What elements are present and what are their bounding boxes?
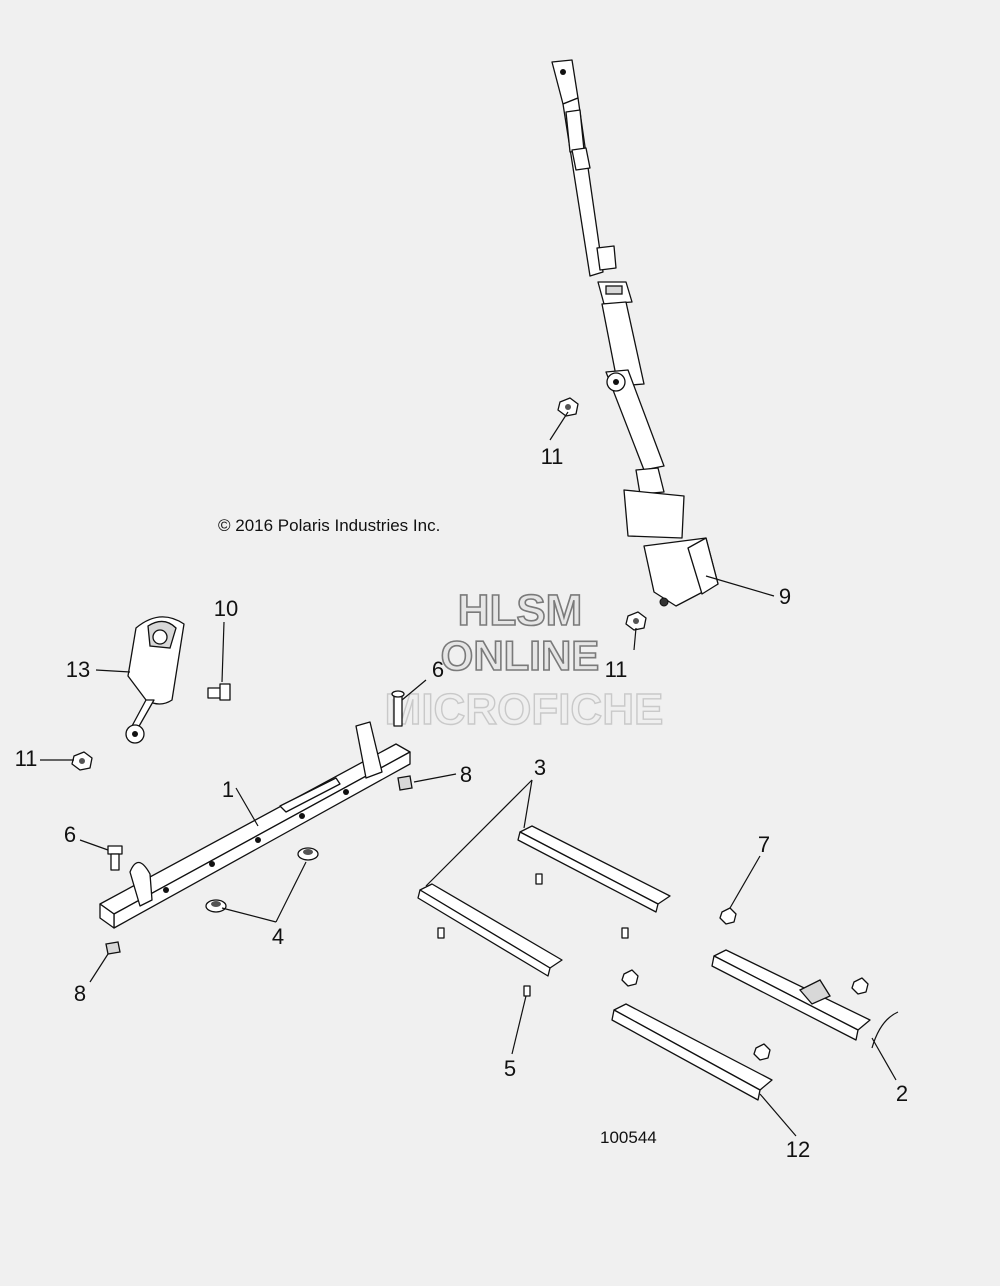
callout-3: 3	[534, 755, 546, 780]
seat-slide-part-12	[611, 1003, 773, 1101]
bolt-part-6-left	[107, 845, 123, 871]
callout-11-upper: 11	[541, 444, 564, 469]
nut-part-11-upper	[557, 397, 579, 417]
clip-part-8-upper	[397, 775, 413, 791]
seat-track-part-3-lower	[417, 883, 563, 977]
callout-9: 9	[779, 584, 791, 609]
callout-10: 10	[214, 596, 238, 621]
callout-1: 1	[222, 777, 234, 802]
watermark-line2: ONLINE	[441, 632, 600, 679]
callout-13: 13	[66, 657, 90, 682]
bolt-part-10	[207, 683, 231, 701]
callout-11-left: 11	[15, 746, 38, 771]
seat-bar-part-1	[99, 721, 411, 929]
copyright-text: © 2016 Polaris Industries Inc.	[218, 516, 440, 535]
callout-5: 5	[504, 1056, 516, 1081]
bolt-part-7	[621, 907, 869, 1061]
callout-4: 4	[272, 924, 284, 949]
watermark: HLSM ONLINE MICROFICHE	[384, 585, 664, 735]
callout-12: 12	[786, 1137, 810, 1162]
watermark-line3: MICROFICHE	[385, 685, 664, 734]
nut-part-11-left	[71, 751, 93, 771]
callout-8-upper: 8	[460, 762, 472, 787]
drawing-number: 100544	[600, 1128, 657, 1147]
leader-lines	[40, 411, 897, 1137]
callout-2: 2	[896, 1081, 908, 1106]
callout-11-middle: 11	[605, 657, 628, 682]
grommet-part-4-lower	[205, 899, 227, 913]
bolt-part-6-upper	[391, 690, 405, 727]
nut-part-11-middle	[625, 611, 647, 631]
screw-part-5	[437, 873, 629, 997]
seat-slide-part-2	[711, 949, 899, 1049]
seat-track-part-3-upper	[517, 825, 671, 913]
buckle-part-13	[125, 616, 185, 744]
clip-part-8-lower	[105, 941, 121, 955]
watermark-line1: HLSM	[458, 586, 583, 635]
callout-6-upper: 6	[432, 657, 444, 682]
callout-6-left: 6	[64, 822, 76, 847]
callout-8-lower: 8	[74, 981, 86, 1006]
grommet-part-4-upper	[297, 847, 319, 861]
callouts: 11 9 11 10 13 6 11 8 1 3 6 7 4 8 5 2 12	[15, 444, 909, 1162]
callout-7: 7	[758, 832, 770, 857]
shoulder-belt-part-9	[551, 59, 719, 607]
